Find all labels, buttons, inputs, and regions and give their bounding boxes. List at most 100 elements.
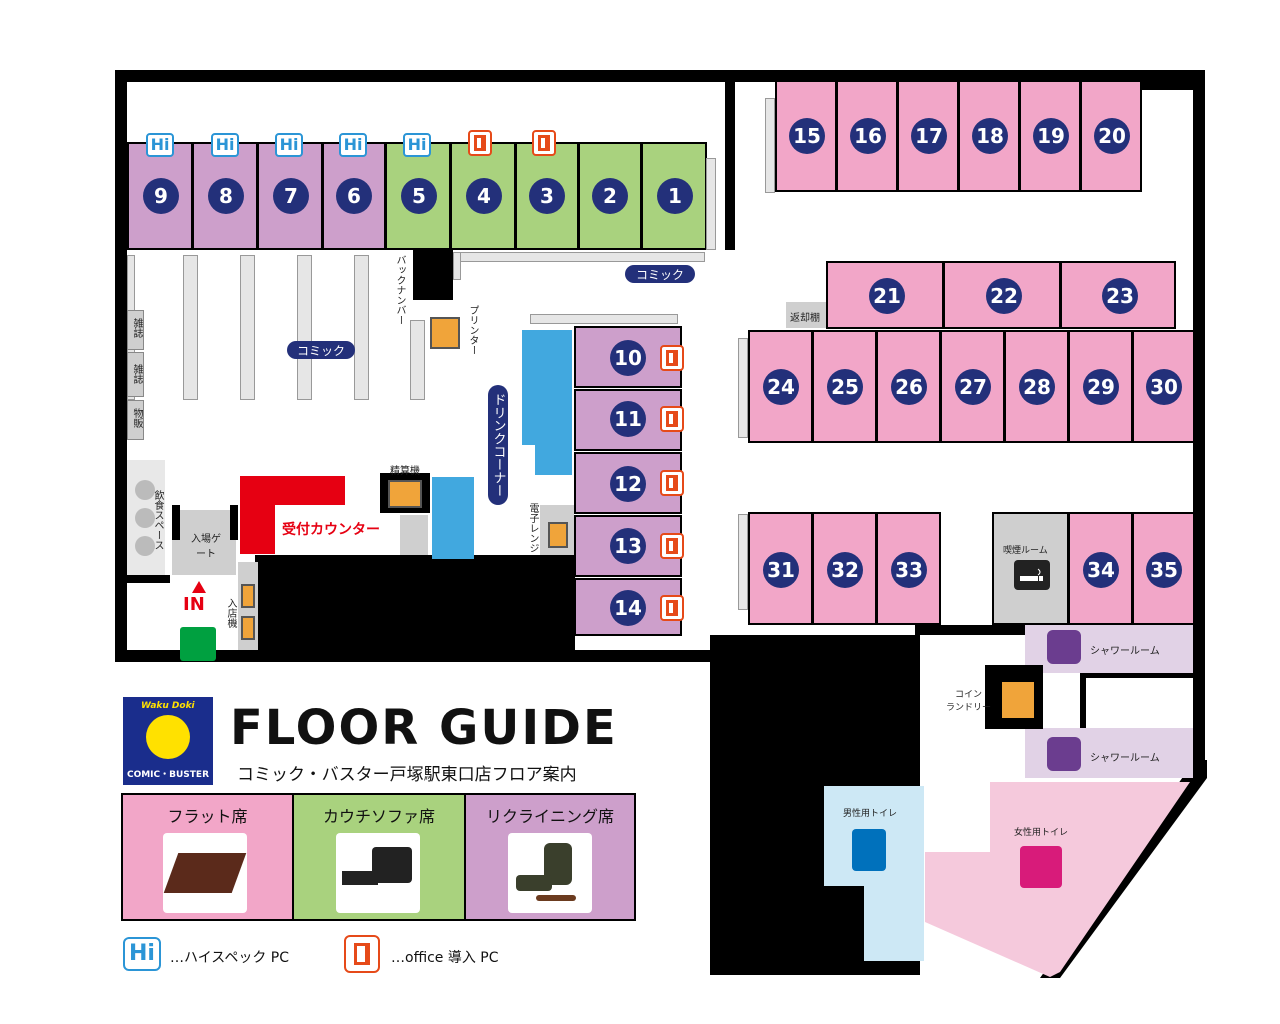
magazine-label-2: 雑誌 [131,364,142,384]
seat-type-recliner-label: リクライニング席 [485,807,614,826]
return-shelf [786,302,828,328]
room-24[interactable]: 24 [748,330,813,443]
entry-machine[interactable] [241,616,255,640]
room-33[interactable]: 33 [876,512,941,625]
room-14[interactable]: 14 [574,578,684,636]
room-number: 21 [869,278,905,314]
male-toilet-lower[interactable] [864,886,924,961]
emergency-exit-icon [180,627,216,661]
magazine-shelf-1 [127,310,144,350]
room-17[interactable]: 17 [897,80,959,192]
printer-label: プリンター [467,305,478,355]
room-1[interactable]: 1 [641,142,707,250]
room-22[interactable]: 22 [943,261,1061,329]
room-13[interactable]: 13 [574,515,684,577]
coin-laundry[interactable] [1000,680,1036,720]
smoking-room-label: 喫煙ルーム [1003,546,1048,556]
shelf-left-31 [738,514,748,610]
room-20[interactable]: 20 [1080,80,1142,192]
drink-corner-label: ドリンクコーナー [488,385,508,505]
room-34[interactable]: 34 [1068,512,1133,625]
entrance-gate[interactable] [172,510,236,575]
office-icon [468,130,492,156]
legend-hi-label: …ハイスペック PC [170,950,289,966]
room-28[interactable]: 28 [1004,330,1069,443]
comic-label-top: コミック [625,265,695,283]
room-11[interactable]: 11 [574,389,684,451]
room-number: 2 [592,178,628,214]
office-icon [660,533,684,559]
room-number: 15 [789,118,825,154]
comic-shelf [183,255,198,400]
bottom-black-area-2 [915,625,1025,635]
microwave[interactable] [548,522,568,548]
room-10[interactable]: 10 [574,326,684,388]
shelf-right-of-1 [706,158,716,250]
room-5[interactable]: 5 [385,142,451,250]
entry-machine-label: 入店機 [225,598,236,628]
office-icon [660,406,684,432]
room-27[interactable]: 27 [940,330,1005,443]
shelf-back-number [453,252,461,280]
shower-wall [1080,673,1086,728]
drink-lower-counter[interactable] [432,477,474,559]
comic-shelf [410,320,425,400]
payment-machine-label: 精算機 [390,466,420,477]
room-12[interactable]: 12 [574,452,684,514]
legend-office-icon [344,935,380,973]
room-number: 18 [972,118,1008,154]
room-number: 32 [827,552,863,588]
printer[interactable] [430,317,460,349]
room-35[interactable]: 35 [1132,512,1195,625]
office-icon [532,130,556,156]
room-7[interactable]: 7 [257,142,323,250]
room-30[interactable]: 30 [1132,330,1195,443]
room-number: 10 [610,340,646,376]
shower-wall-2 [1086,673,1196,678]
room-number: 1 [657,178,693,214]
flat-mat-photo [163,833,247,913]
room-4[interactable]: 4 [450,142,516,250]
room-number: 30 [1146,369,1182,405]
room-number: 23 [1102,278,1138,314]
logo: Waku Doki COMIC・BUSTER [123,697,213,785]
room-9[interactable]: 9 [127,142,193,250]
room-15[interactable]: 15 [775,80,837,192]
drink-corner-counter-2[interactable] [535,445,572,475]
room-number: 20 [1094,118,1130,154]
seat-type-couch-label: カウチソファ席 [322,807,435,826]
room-8[interactable]: 8 [192,142,258,250]
room-2[interactable]: 2 [578,142,642,250]
shelf-top-right [765,98,775,193]
room-18[interactable]: 18 [958,80,1020,192]
payment-machine[interactable] [388,480,422,508]
in-label: IN [183,594,205,615]
room-number: 17 [911,118,947,154]
shower-icon [1047,630,1081,664]
room-29[interactable]: 29 [1068,330,1133,443]
comic-shelf [297,255,312,400]
outer-wall-bottom-left [115,650,715,662]
room-number: 4 [466,178,502,214]
logo-bottom-text: COMIC・BUSTER [126,770,210,780]
room-32[interactable]: 32 [812,512,877,625]
room-21[interactable]: 21 [826,261,944,329]
room-23[interactable]: 23 [1060,261,1176,329]
room-16[interactable]: 16 [836,80,898,192]
seat-type-couch: カウチソファ席 [294,795,466,919]
room-6[interactable]: 6 [322,142,386,250]
reception-counter-label: 受付カウンター [282,522,380,538]
room-31[interactable]: 31 [748,512,813,625]
room-number: 12 [610,466,646,502]
entry-machine[interactable] [241,584,255,608]
drink-corner-counter[interactable] [522,330,572,445]
room-number: 34 [1083,552,1119,588]
room-25[interactable]: 25 [812,330,877,443]
floor-guide-subtitle: コミック・バスター戸塚駅東口店フロア案内 [237,765,577,785]
room-19[interactable]: 19 [1019,80,1081,192]
room-26[interactable]: 26 [876,330,941,443]
dining-space-label: 飲食スペース [152,490,163,550]
room-3[interactable]: 3 [515,142,579,250]
hi-spec-pc-icon: Hi [146,133,174,157]
outer-wall-top [115,70,1205,82]
